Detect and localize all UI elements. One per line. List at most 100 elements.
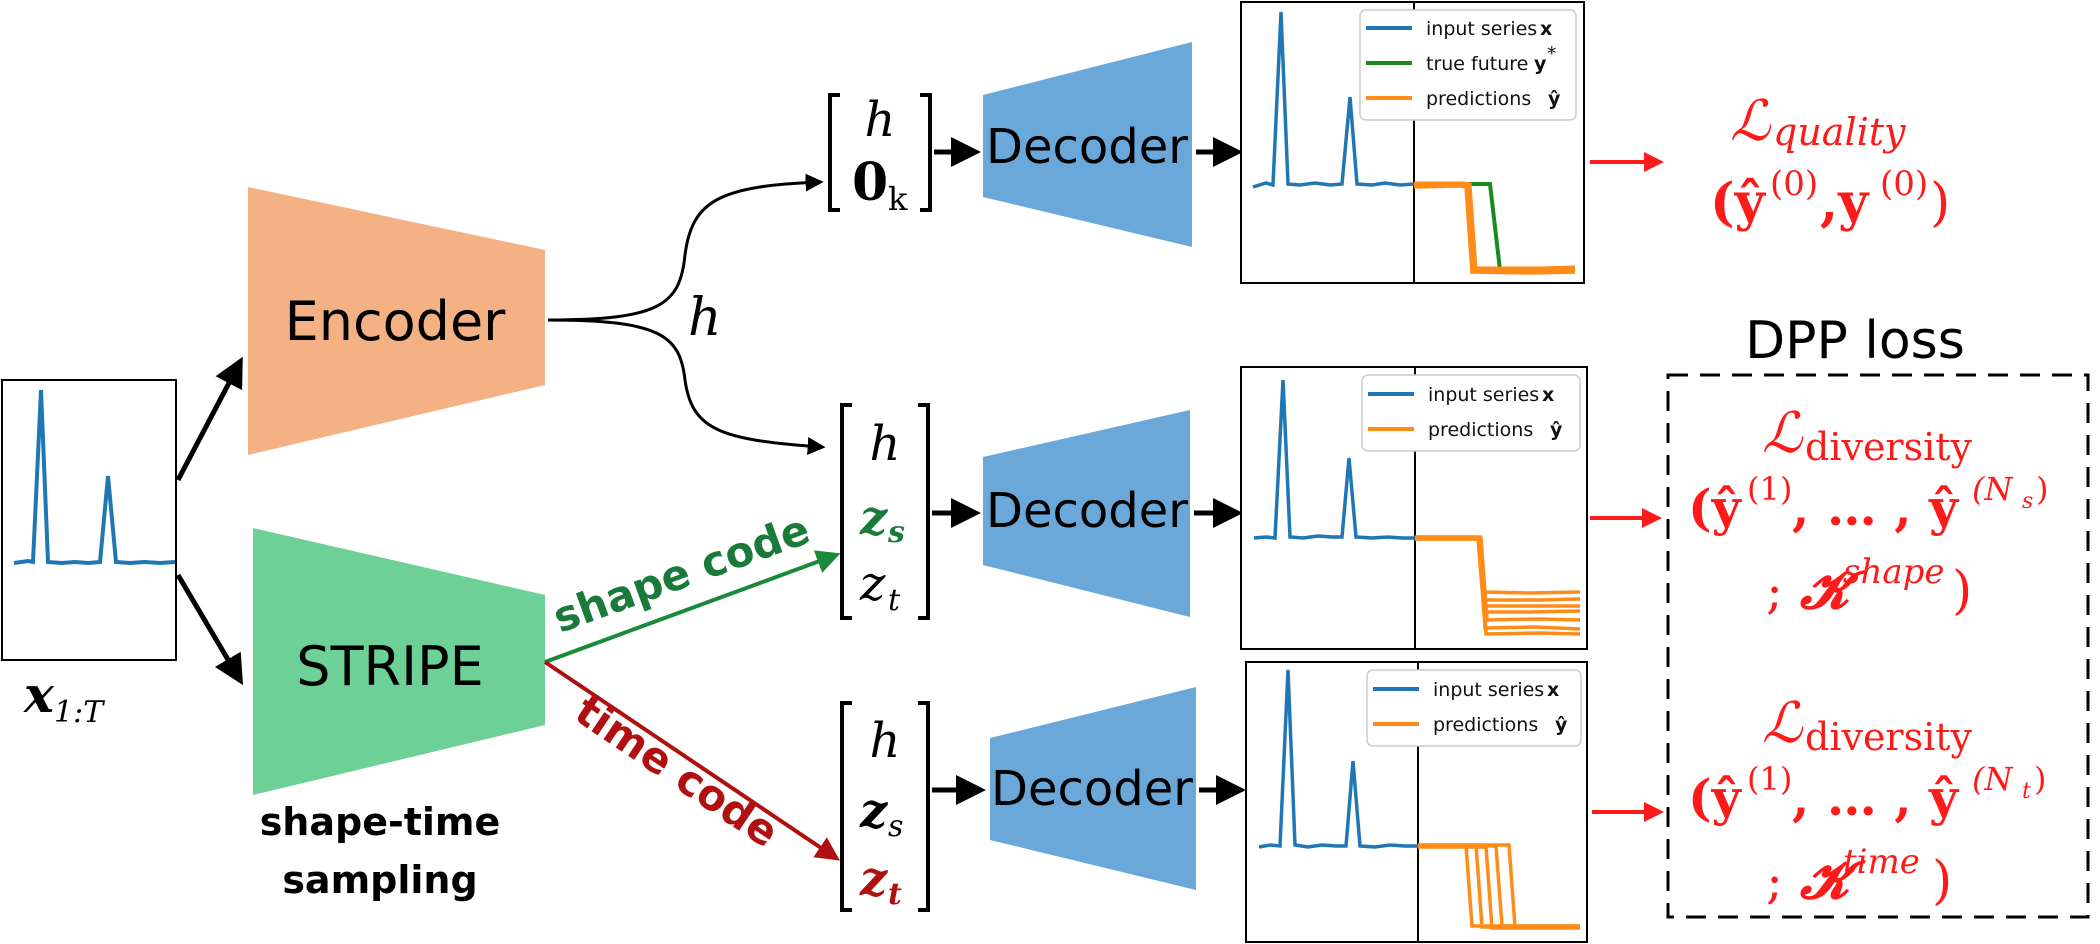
- bottom-vector-left-bracket: [840, 701, 852, 912]
- input-series-panel: x 1:T: [1, 379, 177, 730]
- middle-vector-right-bracket: [918, 403, 930, 620]
- plot-top-legend: input series x true future y * predictio…: [1359, 9, 1577, 121]
- encoder-label: Encoder: [285, 290, 507, 353]
- legend-mid-input-symbol: x: [1542, 384, 1554, 406]
- time-loss-symbol: ℒ: [1762, 691, 1804, 756]
- bottom-vector-zs-sub: s: [888, 809, 903, 844]
- decoder-bottom-trapezoid: [990, 687, 1196, 890]
- quality-loss-close: ): [1930, 173, 1950, 233]
- time-loss-supN-close: ): [2034, 760, 2046, 798]
- input-series-symbol: x: [23, 665, 55, 724]
- decoder-top: Decoder: [983, 42, 1192, 247]
- decoder-middle-label: Decoder: [986, 483, 1188, 539]
- plot-middle-legend: input series x predictions ŷ: [1361, 374, 1581, 452]
- shape-loss-semicolon: ;: [1766, 562, 1783, 620]
- legend-mid-pred-label: predictions: [1428, 419, 1533, 441]
- plot-middle-input-series: [1253, 379, 1415, 540]
- plot-middle-prediction-7: [1415, 536, 1581, 636]
- plot-bottom-legend-box: [1366, 669, 1582, 747]
- quality-loss-arg-pred: (ŷ: [1710, 172, 1767, 233]
- encoder-trapezoid: [248, 187, 545, 455]
- plot-top-prediction-2: [1413, 184, 1576, 275]
- shape-code-arrow: [544, 550, 841, 664]
- input-to-stripe-arrow: [175, 573, 244, 686]
- input-plot-frame: [1, 379, 177, 661]
- shape-diversity-loss: ℒ diversity (ŷ (1) , … , ŷ (N s ) ; 𝓚 sh…: [1688, 401, 2048, 621]
- shape-loss-kernel-sup: shape: [1843, 552, 1945, 592]
- quality-loss-symbol: ℒ: [1730, 89, 1772, 154]
- shape-loss-subscript: diversity: [1805, 425, 1973, 469]
- input-series-subscript: 1:T: [54, 695, 105, 730]
- middle-latent-vector: h z s z t: [840, 403, 930, 620]
- input-series-line: [13, 389, 176, 566]
- middle-vector-left-bracket: [840, 403, 852, 620]
- quality-loss-arg-true-sup: (0): [1880, 164, 1928, 204]
- shape-loss-supN: (N: [1972, 470, 2013, 508]
- legend-bot-pred-label: predictions: [1433, 714, 1538, 736]
- quality-loss-arg-pred-sup: (0): [1770, 164, 1818, 204]
- top-vector-left-bracket: [828, 93, 840, 212]
- time-loss-mid: , … , ŷ: [1792, 768, 1960, 827]
- middle-vector-zt-sub: t: [888, 583, 901, 618]
- top-vector-right-bracket: [920, 93, 932, 212]
- plot-bottom-input-series: [1258, 669, 1418, 849]
- shape-loss-sup1: (1): [1747, 470, 1792, 508]
- hidden-state-label: h: [688, 288, 722, 348]
- middle-vector-zt: z: [859, 556, 886, 612]
- bottom-vector-zs: z: [859, 783, 889, 839]
- top-vector-h: h: [865, 92, 896, 148]
- stripe-block: STRIPE shape-time sampling: [253, 528, 545, 902]
- encoder-to-middle-vector-curve: [547, 318, 826, 455]
- legend-bot-pred-symbol: ŷ: [1555, 714, 1568, 736]
- time-loss-close: ): [1932, 851, 1952, 911]
- shape-loss-mid: , … , ŷ: [1792, 478, 1960, 537]
- stripe-trapezoid: [253, 528, 545, 795]
- plot-bottom: input series x predictions ŷ: [1245, 661, 1588, 943]
- legend-mid-input-label: input series: [1428, 384, 1539, 406]
- dpp-loss-box: [1666, 373, 2090, 919]
- shape-code-label: shape code: [547, 504, 816, 642]
- top-vector-zero: 0: [852, 152, 888, 213]
- shape-loss-open: (ŷ: [1688, 478, 1743, 537]
- stripe-caption-line1: shape-time: [260, 800, 501, 844]
- decoder-bottom: Decoder: [990, 687, 1196, 890]
- shape-loss-supN-close: ): [2036, 470, 2048, 508]
- shape-loss-symbol: ℒ: [1762, 401, 1804, 466]
- legend-true-symbol: y: [1534, 53, 1547, 75]
- input-series-label: x 1:T: [23, 665, 105, 730]
- decoder-middle: Decoder: [983, 410, 1190, 617]
- shape-loss-close: ): [1952, 561, 1972, 621]
- legend-bot-input-symbol: x: [1547, 679, 1559, 701]
- middle-vector-h: h: [870, 416, 901, 472]
- bottom-latent-vector: h z s z t: [840, 701, 930, 912]
- encoder-to-top-vector-curve: [547, 173, 824, 322]
- bottom-vector-right-bracket: [918, 701, 930, 912]
- time-loss-semicolon: ;: [1766, 852, 1783, 910]
- dpp-loss-title: DPP loss: [1745, 311, 1965, 371]
- time-code-arrow: [543, 660, 840, 861]
- legend-true-sup: *: [1547, 43, 1557, 65]
- input-to-encoder-arrow: [175, 356, 243, 482]
- shape-loss-supN-sub: s: [2022, 489, 2033, 514]
- quality-loss-subscript: quality: [1773, 110, 1906, 154]
- bottom-vector-zt: z: [859, 851, 889, 907]
- legend-bot-input-label: input series: [1433, 679, 1544, 701]
- decoder-top-trapezoid: [983, 42, 1192, 247]
- top-latent-vector: h 0 k: [828, 92, 932, 218]
- plot-middle-legend-box: [1361, 374, 1581, 452]
- legend-mid-pred-symbol: ŷ: [1550, 419, 1563, 441]
- decoder-top-label: Decoder: [986, 119, 1188, 175]
- time-loss-subscript: diversity: [1805, 715, 1973, 759]
- time-loss-kernel-sup: time: [1843, 842, 1920, 882]
- time-code-label: time code: [566, 686, 787, 857]
- plot-top: input series x true future y * predictio…: [1240, 1, 1585, 284]
- plot-top-input-series: [1252, 11, 1415, 189]
- legend-pred-symbol: ŷ: [1548, 88, 1561, 110]
- legend-input-symbol: x: [1540, 18, 1552, 40]
- stripe-label: STRIPE: [296, 635, 483, 698]
- plot-bottom-legend: input series x predictions ŷ: [1366, 669, 1582, 747]
- time-loss-supN: (N: [1972, 760, 2013, 798]
- plot-middle: input series x predictions ŷ: [1240, 366, 1588, 650]
- stripe-caption-line2: sampling: [282, 858, 477, 902]
